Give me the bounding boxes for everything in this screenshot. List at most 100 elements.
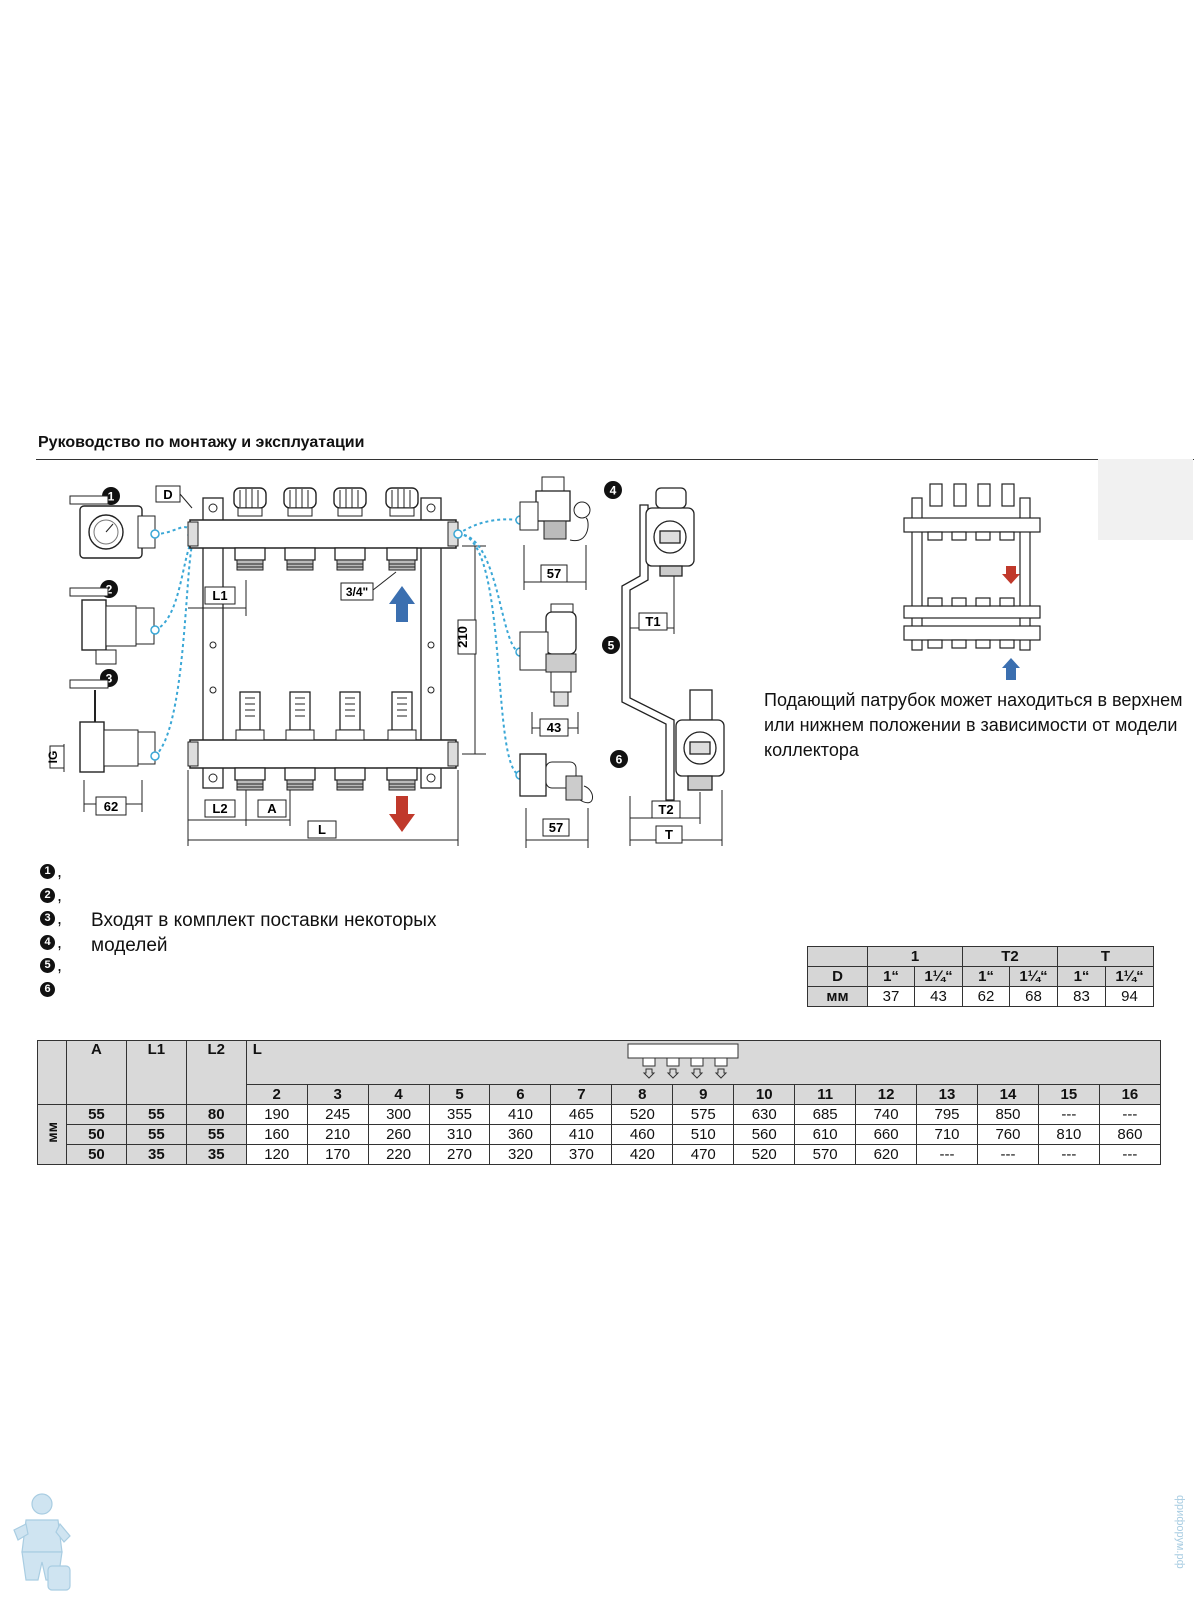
table-cell: 470 (672, 1144, 735, 1165)
table-d-cell: 68 (1009, 986, 1058, 1007)
table-cell: 620 (855, 1144, 918, 1165)
table-d-cell: 62 (962, 986, 1010, 1007)
legend-separator: , (57, 955, 63, 975)
table-cell: 170 (306, 1144, 369, 1165)
table-cell: 570 (794, 1144, 857, 1165)
ball-valve-ig (69, 679, 156, 773)
table-cell: 360 (489, 1124, 552, 1145)
manifold-body (187, 497, 459, 789)
outlet-count-header: 7 (550, 1084, 613, 1105)
legend-text-line2: моделей (91, 935, 168, 956)
air-vent (519, 476, 591, 542)
dim-ig: IG (46, 751, 60, 764)
table-cell: 190 (245, 1104, 308, 1125)
table-cell: 370 (550, 1144, 613, 1165)
mini-supply-arrow (1002, 658, 1020, 680)
legend-marker-6: 6 (40, 981, 55, 997)
outlet-count-header: 11 (794, 1084, 857, 1105)
marker-1-label: 1 (108, 490, 115, 504)
table-cell: 50 (65, 1124, 127, 1145)
table-cell: 80 (185, 1104, 247, 1125)
outlet-count-header: 8 (611, 1084, 674, 1105)
table-d-cell: 37 (867, 986, 915, 1007)
outlet-count-header: 10 (733, 1084, 796, 1105)
marker-2-label: 2 (106, 583, 113, 597)
dim-57-top: 57 (547, 566, 561, 581)
table-cell: 55 (65, 1104, 127, 1125)
table-cell: 410 (550, 1124, 613, 1145)
table-cell: 245 (306, 1104, 369, 1125)
outlet-count-header: 3 (306, 1084, 369, 1105)
header-l2: L2 (185, 1040, 247, 1105)
table-cell: 35 (125, 1144, 187, 1165)
outlet-count-header: 2 (245, 1084, 308, 1105)
unit-label: мм (43, 1122, 60, 1143)
table-d-cell: 1“ (867, 966, 915, 987)
table-d-cell: D (807, 966, 868, 987)
table-cell: --- (1037, 1144, 1100, 1165)
safety-valve (519, 603, 577, 707)
header-l: L (245, 1040, 1162, 1085)
marker-5-label: 5 (608, 639, 615, 653)
marker-5: 5 (602, 636, 620, 654)
table-cell: 560 (733, 1124, 796, 1145)
legend-marker-1: 1 (40, 864, 55, 880)
table-d-cell: 94 (1105, 986, 1154, 1007)
table-d-cell: 1¼“ (914, 966, 963, 987)
table-cell: --- (1037, 1104, 1100, 1125)
marker-6: 6 (610, 750, 628, 768)
table-cell: 120 (245, 1144, 308, 1165)
connection-size-table: 1 T2 T D 1“ 1¼“ 1“ 1¼“ 1“ 1¼“ мм 37 43 6… (807, 946, 1154, 1007)
table-cell: 810 (1037, 1124, 1100, 1145)
table-corner (37, 1040, 67, 1105)
table-cell: 850 (976, 1104, 1039, 1125)
right-links (457, 518, 521, 776)
table-d-cell: 83 (1057, 986, 1106, 1007)
table-cell: 610 (794, 1124, 857, 1145)
dim-l1: L1 (212, 588, 227, 603)
dim-d: D (163, 487, 172, 502)
ball-valve (69, 587, 155, 665)
outlet-count-header: 4 (367, 1084, 430, 1105)
table-cell: --- (916, 1144, 978, 1165)
left-links (154, 526, 193, 757)
dim-62: 62 (104, 799, 118, 814)
dim-t2: T2 (658, 802, 673, 817)
table-cell: 410 (489, 1104, 552, 1125)
supply-arrow (389, 586, 415, 622)
legend-marker-3: 3 (40, 911, 55, 927)
dim-t: T (665, 827, 673, 842)
table-d-corner (807, 946, 868, 967)
legend-markers: 1, 2, 3, 4, 5, 6 (40, 860, 62, 1001)
dim-43: 43 (547, 720, 561, 735)
table-cell: 795 (916, 1104, 978, 1125)
table-cell: 710 (916, 1124, 978, 1145)
outlet-count-header: 15 (1037, 1084, 1100, 1105)
outlet-count-header: 12 (855, 1084, 918, 1105)
table-cell: 310 (428, 1124, 491, 1145)
table-cell: 320 (489, 1144, 552, 1165)
table-cell: 355 (428, 1104, 491, 1125)
manifold-drawing: 1 2 3 IG 62 D (46, 476, 1041, 848)
legend-marker-4: 4 (40, 934, 55, 950)
dim-210: 210 (455, 626, 470, 648)
side-view (621, 487, 725, 801)
table-cell: 520 (611, 1104, 674, 1125)
table-cell: 860 (1098, 1124, 1162, 1145)
table-cell: 630 (733, 1104, 796, 1125)
marker-4: 4 (604, 481, 622, 499)
table-d-cell: 1“ (1057, 966, 1106, 987)
dim-57-bottom: 57 (549, 820, 563, 835)
table-cell: 510 (672, 1124, 735, 1145)
marker-3-label: 3 (106, 672, 113, 686)
header-a: A (65, 1040, 127, 1105)
legend-text-line1: Входят в комплект поставки некоторых (91, 910, 437, 931)
legend-separator: , (57, 908, 63, 928)
table-d-cell: 1¼“ (1105, 966, 1154, 987)
table-d-cell: 43 (914, 986, 963, 1007)
marker-6-label: 6 (616, 753, 623, 767)
legend-text: Входят в комплект поставки некоторых мод… (91, 908, 436, 958)
table-cell: 740 (855, 1104, 918, 1125)
